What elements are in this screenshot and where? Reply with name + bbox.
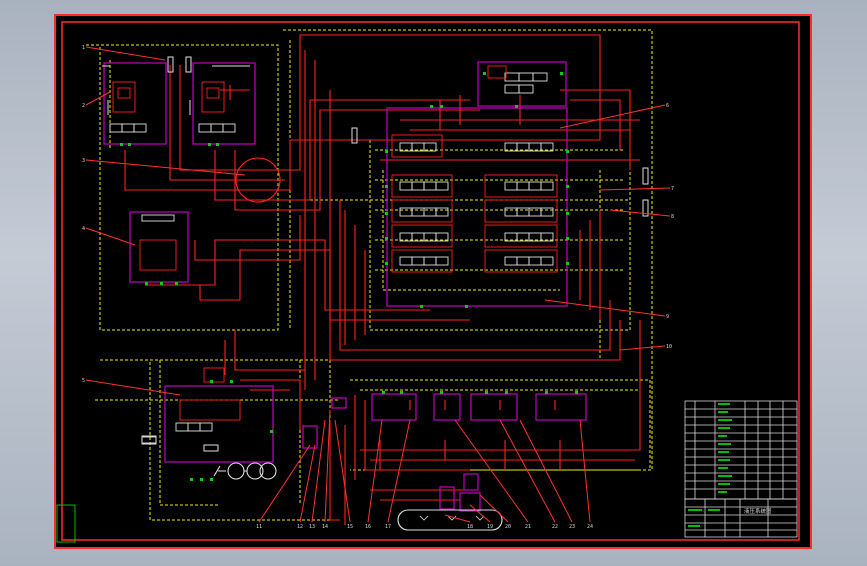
callout-bottom-22: 22 xyxy=(552,524,558,530)
callout-bottom-12: 12 xyxy=(297,524,303,530)
callout-bottom-13: 13 xyxy=(309,524,315,530)
callout-bottom-17: 17 xyxy=(385,524,391,530)
filter-b xyxy=(439,486,455,510)
cylinder-7 xyxy=(203,444,219,452)
callout-bottom-23: 23 xyxy=(569,524,575,530)
callout-bottom-24: 24 xyxy=(587,524,593,530)
callout-bottom-16: 16 xyxy=(365,524,371,530)
valve-internal-lines xyxy=(112,65,558,421)
pump-motor-set xyxy=(213,462,277,480)
pump-symbol-2 xyxy=(259,462,277,480)
callout-right-9: 9 xyxy=(666,314,669,320)
accumulator-circle xyxy=(235,157,281,203)
drawing-frame-inner xyxy=(61,21,800,541)
cylinder-6 xyxy=(141,435,157,445)
callout-right-6: 6 xyxy=(666,103,669,109)
callout-bottom-21: 21 xyxy=(525,524,531,530)
cylinder-4 xyxy=(642,167,649,185)
valve-block-b xyxy=(192,62,256,145)
valve-block-top xyxy=(477,61,567,107)
margin-strip xyxy=(56,504,76,543)
callout-left-4: 4 xyxy=(82,226,85,232)
callout-bottom-14: 14 xyxy=(322,524,328,530)
hydraulic-cylinders xyxy=(102,56,649,452)
filter-a xyxy=(302,425,318,449)
manifold-main xyxy=(386,107,568,307)
cylinder-5 xyxy=(642,199,649,217)
valve-block-c xyxy=(129,211,189,283)
callout-bottom-19: 19 xyxy=(487,524,493,530)
callout-left-5: 5 xyxy=(82,378,85,384)
component-group xyxy=(103,61,587,512)
callout-bottom-20: 20 xyxy=(505,524,511,530)
cylinder-1 xyxy=(167,56,174,73)
pressure-gauge-block xyxy=(331,397,347,409)
callout-bottom-15: 15 xyxy=(347,524,353,530)
callout-right-8: 8 xyxy=(671,214,674,220)
hydraulic-line-network xyxy=(124,34,641,525)
filter-c xyxy=(463,473,479,491)
drawing-title: 液压系统图 xyxy=(744,507,772,515)
callout-bottom-18: 18 xyxy=(467,524,473,530)
power-unit-block xyxy=(164,385,274,463)
title-block xyxy=(684,400,798,538)
callout-right-7: 7 xyxy=(671,186,674,192)
callout-left-3: 3 xyxy=(82,158,85,164)
title-frame xyxy=(684,498,798,538)
valve-block-bottom-1 xyxy=(371,393,417,421)
oil-tank xyxy=(397,509,503,531)
valve-block-bottom-3 xyxy=(470,393,518,421)
callout-bottom-11: 11 xyxy=(256,524,262,530)
cylinder-2 xyxy=(185,56,192,73)
valve-block-bottom-4 xyxy=(535,393,587,421)
cylinder-3 xyxy=(351,127,358,144)
callout-leaders xyxy=(85,46,671,523)
valve-block-a xyxy=(103,62,167,145)
valve-spools xyxy=(109,72,554,444)
callout-right-10: 10 xyxy=(666,344,672,350)
parts-list-text-marks xyxy=(688,403,732,527)
callouts: 1 2 3 4 5 6 7 8 9 10 11 12 13 14 15 16 1… xyxy=(82,45,674,530)
filter-d xyxy=(459,492,481,512)
callout-left-1: 1 xyxy=(82,45,85,51)
callout-left-2: 2 xyxy=(82,103,85,109)
valve-block-bottom-2 xyxy=(433,393,461,421)
connector-dots xyxy=(120,72,578,481)
